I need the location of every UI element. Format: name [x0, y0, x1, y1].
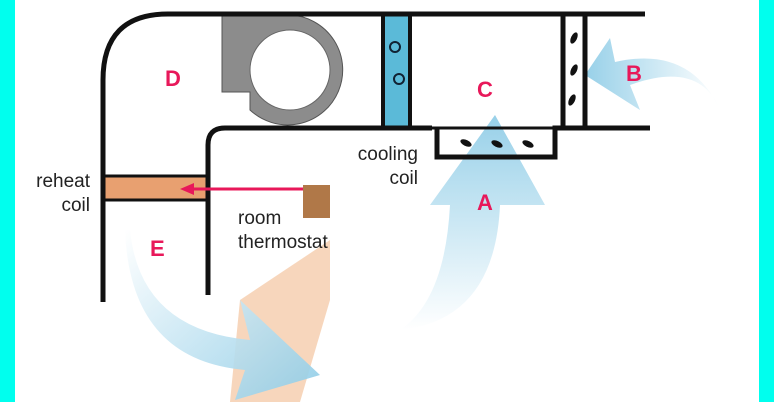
duct-walls: [100, 11, 650, 302]
fan-wheel: [249, 29, 331, 111]
label-line: room: [238, 208, 282, 229]
airflow-arrow-a: [400, 115, 545, 330]
zone-label-b: B: [626, 61, 642, 86]
zone-label-d: D: [165, 66, 181, 91]
airflow-arrow-b: [585, 38, 720, 110]
outdoor-air-damper: [568, 32, 578, 106]
reheat-coil-label: reheat coil: [15, 170, 90, 218]
zone-label-e: E: [150, 236, 165, 261]
arrow-head: [180, 183, 194, 195]
airflow-arrow-e: [125, 230, 320, 400]
return-air-damper: [460, 139, 534, 148]
coil-tube: [393, 73, 405, 85]
label-line: thermostat: [238, 232, 328, 253]
label-line: reheat: [36, 171, 90, 192]
label-line: coil: [61, 195, 90, 216]
hvac-diagram: D C B A E reheat coil cooling coil room …: [15, 0, 759, 402]
diagram-drawing: [100, 11, 720, 402]
zone-label-c: C: [477, 77, 493, 102]
zone-label-a: A: [477, 190, 493, 215]
label-line: coil: [389, 168, 418, 189]
cooling-coil: [381, 12, 412, 130]
room-thermostat: [303, 185, 330, 218]
cooling-coil-label: cooling coil: [335, 143, 418, 191]
coil-tube: [389, 41, 401, 53]
room-thermostat-label: room thermostat: [238, 207, 328, 255]
label-line: cooling: [357, 144, 418, 165]
